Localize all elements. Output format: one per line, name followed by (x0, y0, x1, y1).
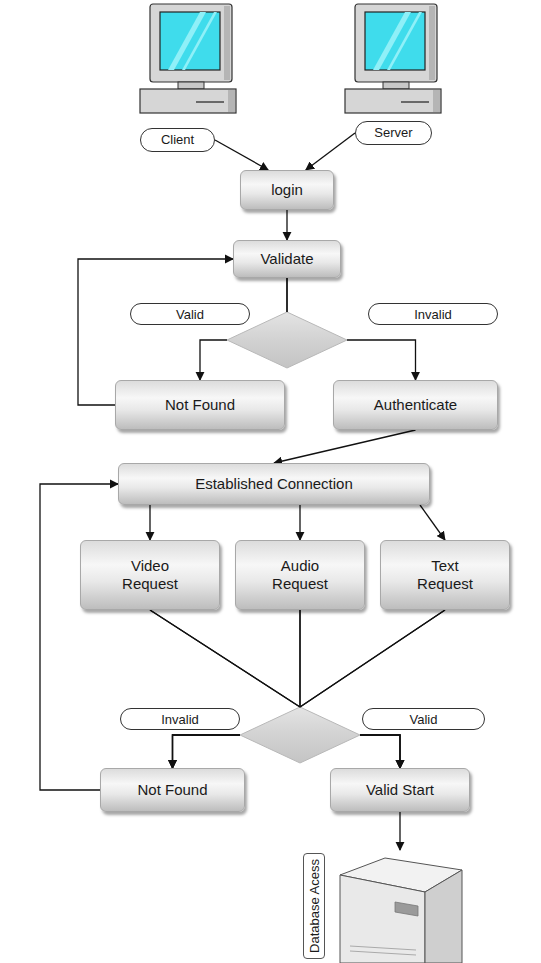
decision-diamond (240, 707, 360, 763)
database-server: Database Acess (300, 850, 465, 963)
box-text: Text Request (408, 557, 483, 593)
box-text: Valid Start (366, 781, 434, 799)
process-box: login (240, 170, 334, 210)
vent-line (350, 951, 416, 955)
host-label: Client (140, 128, 215, 152)
request-box: Text Request (380, 540, 510, 610)
box-text: Validate (260, 250, 313, 268)
box-text: Not Found (165, 396, 235, 414)
server-computer (345, 4, 441, 113)
server-front (340, 875, 425, 963)
process-box: Not Found (100, 768, 245, 812)
flow-arrow (150, 610, 400, 768)
flow-arrow (306, 133, 355, 170)
branch-label: Invalid (368, 303, 498, 325)
drive-bay (395, 902, 418, 916)
process-box: Valid Start (330, 768, 470, 812)
flow-arrow (173, 610, 301, 768)
branch-label: Valid (130, 303, 250, 325)
flow-arrow (286, 210, 287, 240)
client-computer (140, 4, 236, 113)
vertical-label: Database Acess (303, 853, 325, 959)
host-label: Server (355, 121, 432, 145)
process-box: Validate (233, 240, 341, 278)
flow-arrow (420, 505, 445, 540)
pill-text: Client (161, 132, 194, 148)
pill-text: Server (374, 125, 412, 141)
process-box: Established Connection (118, 463, 430, 505)
branch-label: Valid (362, 708, 485, 730)
flow-arrow (200, 278, 287, 380)
flow-arrow (274, 430, 416, 463)
box-text: Not Found (137, 781, 207, 799)
flow-arrow (149, 505, 150, 540)
box-text: Established Connection (195, 475, 353, 493)
server-side (425, 870, 462, 963)
flow-arrow (299, 505, 300, 540)
flow-arrow (287, 278, 416, 380)
process-box: Authenticate (333, 380, 498, 430)
flow-arrow (173, 610, 446, 768)
flow-arrow (40, 484, 118, 790)
branch-label: Invalid (120, 708, 240, 730)
box-text: Audio Request (263, 557, 338, 593)
request-box: Audio Request (235, 540, 365, 610)
request-box: Video Request (80, 540, 220, 610)
process-box: Not Found (115, 380, 285, 430)
flow-arrow (399, 812, 400, 850)
vent-line (350, 946, 416, 950)
box-text: Video Request (113, 557, 188, 593)
box-text: login (271, 181, 303, 199)
flow-arrow (215, 140, 268, 170)
box-text: Authenticate (374, 396, 457, 414)
flow-arrow (300, 610, 445, 768)
flow-arrow (300, 610, 400, 768)
